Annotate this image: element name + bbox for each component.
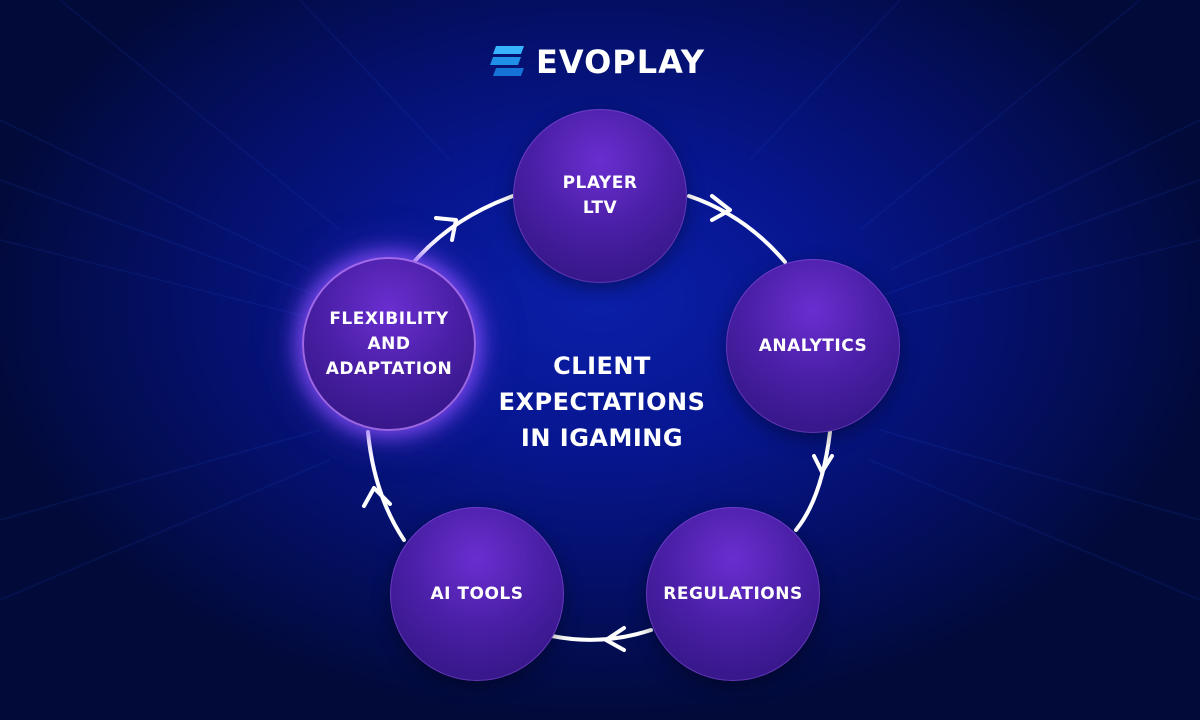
node-label-player-ltv: PLAYER LTV [562,173,638,218]
arc-flexibility-to-player-ltv [412,194,515,264]
node-label-ai-tools: AI TOOLS [430,583,524,604]
node-analytics: ANALYTICS [726,259,900,433]
arc-ai-tools-to-flexibility [366,430,406,542]
arc-analytics-to-regulations [794,430,832,532]
node-regulations: REGULATIONS [646,507,820,681]
arrowhead-analytics-to-regulations [812,454,834,474]
node-label-flexibility-and-adaptation: FLEXIBILITY AND ADAPTATION [325,308,453,379]
node-ai-tools: AI TOOLS [390,507,564,681]
node-label-regulations: REGULATIONS [663,583,803,604]
node-player-ltv: PLAYER LTV [513,109,687,283]
arrowhead-ai-tools-to-flexibility [362,486,392,508]
arrowhead-player-ltv-to-analytics [710,194,732,222]
diagram-title: CLIENT EXPECTATIONS IN IGAMING [498,352,706,452]
node-label-analytics: ANALYTICS [758,335,868,356]
brand-name: EVOPLAY [536,43,705,81]
arc-player-ltv-to-analytics [687,194,787,264]
node-flexibility-and-adaptation: FLEXIBILITY AND ADAPTATION [302,257,476,431]
evoplay-logo-icon [490,46,524,76]
arc-regulations-to-ai-tools [550,628,653,642]
arrowhead-flexibility-to-player-ltv [434,216,458,242]
arrowhead-regulations-to-ai-tools [604,626,626,652]
evoplay-logo: EVOPLAY [490,42,705,82]
